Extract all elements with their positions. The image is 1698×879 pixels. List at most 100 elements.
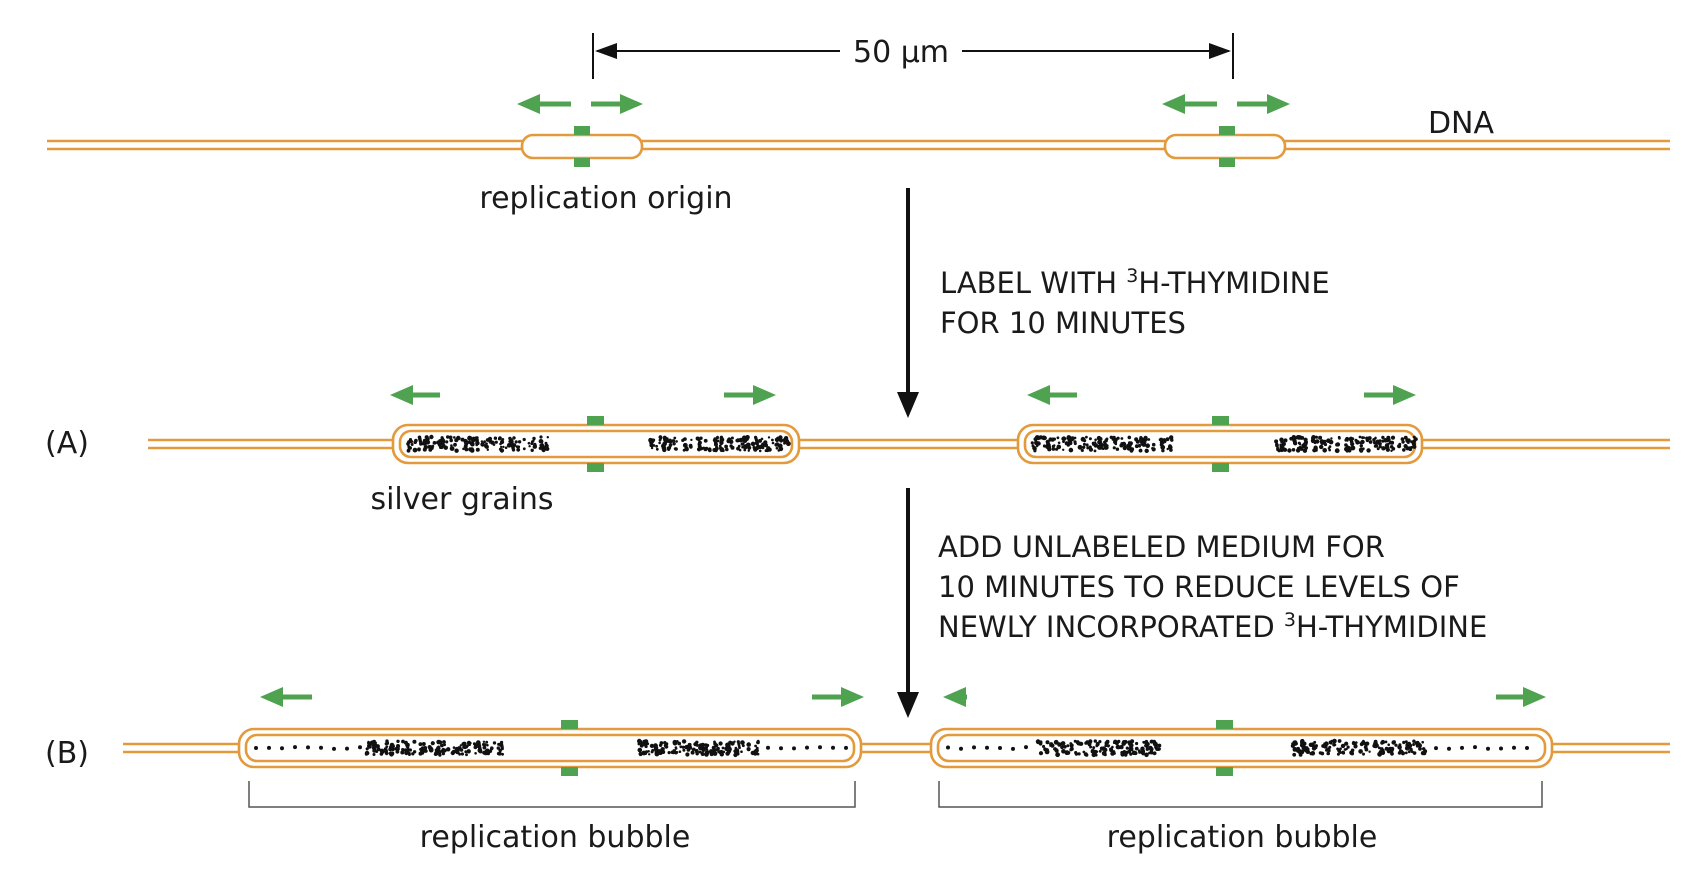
- right-arrow-icon: [591, 94, 643, 114]
- silver-grain: [1169, 448, 1173, 452]
- left-arrow-icon: [1162, 94, 1217, 114]
- silver-grain: [466, 749, 471, 754]
- silver-grain: [414, 438, 418, 443]
- silver-grain: [756, 740, 760, 745]
- silver-grain: [441, 752, 445, 756]
- silver-grain: [1094, 441, 1097, 444]
- silver-grain: [475, 447, 480, 452]
- silver-grain: [514, 440, 518, 444]
- silver-grain: [1320, 751, 1325, 756]
- panel-b-label: (B): [45, 736, 89, 771]
- silver-grain: [345, 746, 349, 751]
- silver-grain: [758, 438, 762, 443]
- silver-grain: [1098, 443, 1101, 447]
- replication-origin: [587, 463, 604, 472]
- silver-grain: [1063, 745, 1067, 749]
- silver-grain: [688, 443, 693, 448]
- silver-grain: [385, 752, 389, 756]
- silver-grain: [500, 745, 504, 749]
- silver-grain: [674, 747, 678, 750]
- silver-grain: [646, 742, 650, 746]
- silver-grain: [805, 745, 809, 750]
- silver-grain: [704, 746, 708, 749]
- silver-grain: [1077, 444, 1083, 450]
- silver-grain: [673, 741, 676, 745]
- silver-grain: [1151, 447, 1156, 452]
- silver-grain: [1139, 449, 1143, 453]
- left-arrow-icon: [943, 687, 967, 707]
- silver-grain: [679, 745, 683, 749]
- silver-grain: [440, 439, 446, 444]
- silver-grain: [1368, 440, 1373, 444]
- fork-arrows-a: [390, 385, 1416, 405]
- silver-grain: [1140, 441, 1145, 446]
- silver-grain: [1319, 444, 1324, 450]
- silver-grain: [684, 447, 689, 452]
- silver-grain: [1090, 748, 1095, 753]
- silver-grain: [1123, 753, 1128, 757]
- silver-grain: [424, 439, 429, 444]
- silver-grain: [1398, 749, 1404, 755]
- silver-grain: [466, 744, 469, 747]
- silver-grain: [1162, 439, 1167, 444]
- silver-grain: [699, 436, 703, 440]
- silver-grain: [364, 750, 370, 756]
- silver-grain: [659, 437, 663, 440]
- silver-grain: [1106, 444, 1109, 447]
- silver-grain: [713, 740, 716, 744]
- silver-grain: [389, 751, 393, 755]
- silver-grain: [1386, 437, 1391, 442]
- silver-grain: [1412, 739, 1416, 743]
- silver-grain: [381, 750, 385, 754]
- silver-grain: [1073, 442, 1077, 446]
- silver-grain: [1088, 437, 1092, 441]
- silver-grain: [522, 447, 526, 451]
- silver-grain: [1398, 442, 1402, 446]
- silver-grain: [449, 438, 454, 443]
- silver-grain: [1358, 749, 1363, 754]
- panel-a-label: (A): [45, 426, 89, 461]
- silver-grain: [484, 749, 488, 753]
- silver-grain: [792, 746, 796, 751]
- silver-grain: [1298, 443, 1302, 446]
- silver-grain: [1335, 442, 1341, 447]
- left-arrow-icon: [260, 687, 312, 707]
- silver-grain: [427, 745, 432, 750]
- silver-grain: [504, 446, 508, 450]
- silver-grain: [446, 435, 450, 439]
- step-1-arrow: [897, 188, 919, 418]
- silver-grain: [1346, 439, 1349, 442]
- silver-grain: [786, 442, 789, 445]
- silver-grain: [465, 753, 468, 757]
- silver-grain: [408, 438, 413, 442]
- silver-grain: [1274, 439, 1279, 444]
- left-arrow-icon: [517, 94, 571, 114]
- silver-grain: [1126, 446, 1131, 451]
- silver-grain: [1390, 435, 1396, 440]
- replication-origin: [561, 720, 578, 729]
- silver-grain: [1083, 752, 1088, 757]
- silver-grain: [480, 440, 484, 443]
- silver-grain: [740, 740, 745, 745]
- replication-origin: [1216, 767, 1233, 776]
- silver-grain: [1057, 441, 1061, 445]
- silver-grain: [1109, 435, 1114, 439]
- silver-grain: [1355, 440, 1360, 445]
- silver-grain: [705, 751, 709, 755]
- silver-grain: [1066, 744, 1070, 748]
- silver-grain: [767, 447, 772, 452]
- silver-grain: [1350, 442, 1355, 447]
- left-arrow-icon: [1027, 385, 1077, 405]
- silver-grain: [417, 448, 421, 452]
- silver-grain: [546, 436, 549, 439]
- silver-grain: [1323, 744, 1328, 749]
- step-2-line-1: ADD UNLABELED MEDIUM FOR: [938, 530, 1385, 564]
- silver-grain: [755, 746, 759, 750]
- silver-grain: [1148, 747, 1152, 751]
- silver-grain: [400, 750, 405, 755]
- silver-grain: [754, 436, 758, 440]
- silver-grain: [459, 744, 462, 747]
- silver-grain: [1166, 447, 1169, 451]
- replication-bubble-inner: [936, 733, 1547, 763]
- silver-grain: [1401, 440, 1405, 444]
